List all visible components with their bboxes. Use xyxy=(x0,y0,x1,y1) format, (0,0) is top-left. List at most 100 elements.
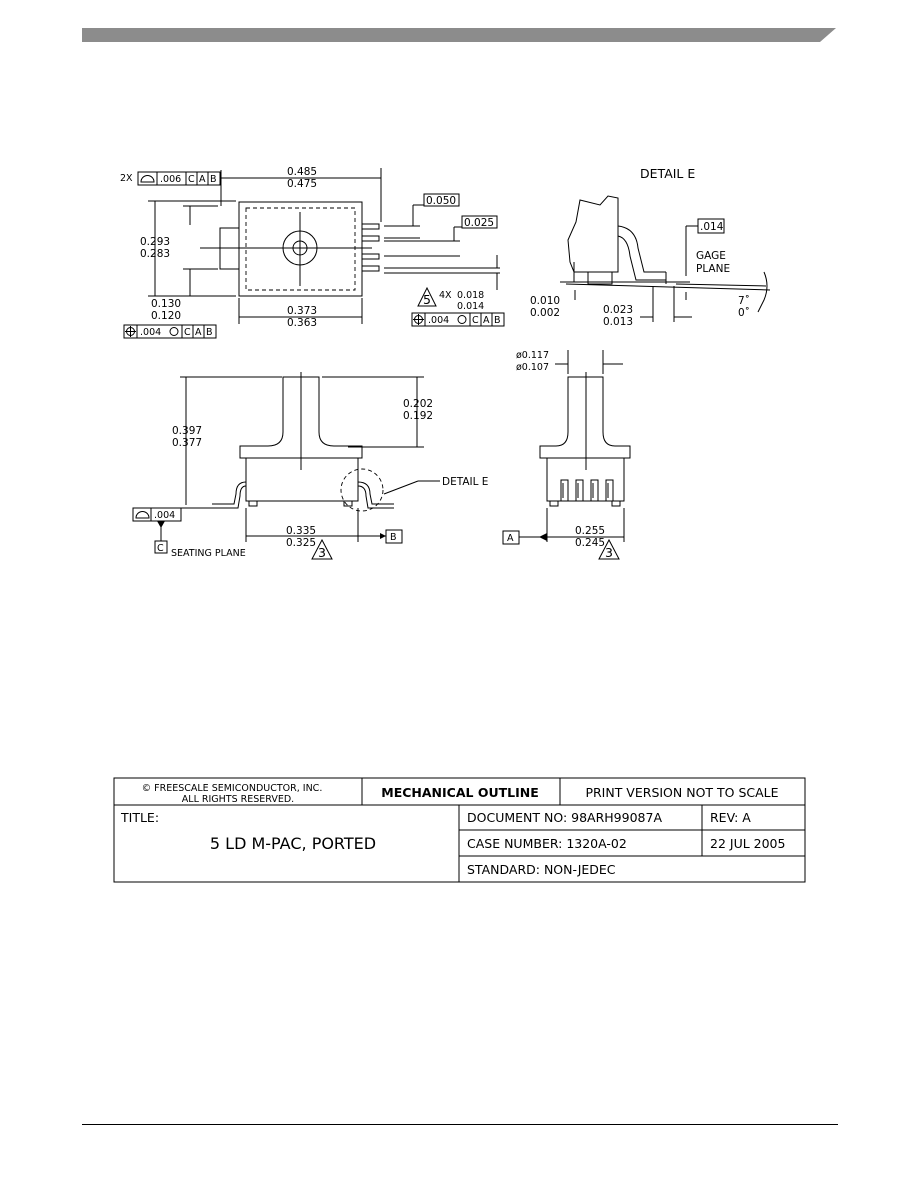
title-label: TITLE: xyxy=(120,810,159,825)
standoff-max: 0.010 xyxy=(530,295,560,307)
pos-datum-c: C xyxy=(472,315,479,326)
width-max: 0.255 xyxy=(575,525,605,537)
standoff-foot xyxy=(611,500,621,507)
datum-a-box xyxy=(502,530,520,545)
seating-plane: SEATING PLANE xyxy=(171,548,246,559)
footer-rule xyxy=(82,1124,838,1125)
datum-c: C xyxy=(157,543,164,554)
print-version-note: PRINT VERSION NOT TO SCALE xyxy=(585,785,778,800)
note-5: 5 xyxy=(423,292,431,307)
diameter-min: ø0.107 xyxy=(516,362,549,373)
fcf-tolerance: .006 xyxy=(160,174,181,185)
standoff-min: 0.002 xyxy=(530,307,560,319)
fcf-datum-b: B xyxy=(210,174,217,185)
width-min: 0.245 xyxy=(575,537,605,549)
mechanical-outline-heading: MECHANICAL OUTLINE xyxy=(381,785,538,800)
revision: REV: A xyxy=(710,810,751,825)
copyright-line-1: © FREESCALE SEMICONDUCTOR, INC. xyxy=(142,783,323,794)
width-min: 0.325 xyxy=(286,537,316,549)
standoff-foot xyxy=(549,500,559,507)
width-max: 0.485 xyxy=(287,166,317,178)
position-tolerance-frame xyxy=(411,312,505,327)
offset-max: 0.130 xyxy=(151,298,181,310)
profile-symbol-icon xyxy=(135,511,150,519)
header-bar xyxy=(82,28,836,42)
lead xyxy=(361,253,380,260)
detail-e-callout: DETAIL E xyxy=(442,476,488,488)
front-view: 0.397 0.377 0.202 0.192 DETAIL E .004 C … xyxy=(132,372,488,560)
gage-label: GAGE xyxy=(696,250,726,262)
port-min: 0.192 xyxy=(403,410,433,422)
height-max: 0.293 xyxy=(140,236,170,248)
datum-a: A xyxy=(507,533,514,544)
fcf-datum-c: C xyxy=(188,174,195,185)
detail-e-title: DETAIL E xyxy=(640,166,695,181)
pos-datum-b-lower: B xyxy=(206,327,213,338)
offset-min: 0.120 xyxy=(151,310,181,322)
date: 22 JUL 2005 xyxy=(710,836,785,851)
lead-end xyxy=(590,479,599,502)
pos-datum-b: B xyxy=(494,315,501,326)
lead-right xyxy=(357,481,394,505)
datum-b: B xyxy=(390,532,397,543)
note-triangle-3 xyxy=(598,538,620,560)
mmc-symbol-icon xyxy=(169,327,179,336)
standoff-foot xyxy=(248,500,258,507)
note-3: 3 xyxy=(318,545,326,560)
height-min: 0.377 xyxy=(172,437,202,449)
port-stem-side xyxy=(539,376,631,459)
port-max: 0.202 xyxy=(403,398,433,410)
fcf-datum-a: A xyxy=(199,174,206,185)
mmc-symbol-icon xyxy=(457,315,467,324)
diameter-max: ø0.117 xyxy=(516,350,549,361)
height-min: 0.283 xyxy=(140,248,170,260)
title-block: © FREESCALE SEMICONDUCTOR, INC. ALL RIGH… xyxy=(113,777,806,883)
datum-b-box xyxy=(385,529,403,544)
angle-min: 0˚ xyxy=(738,307,750,319)
drawing-title: 5 LD M-PAC, PORTED xyxy=(210,834,376,853)
width-max: 0.335 xyxy=(286,525,316,537)
detail-body-section xyxy=(567,195,619,273)
package-body-end xyxy=(546,457,625,502)
pos-datum-c-lower: C xyxy=(184,327,191,338)
lead-end xyxy=(605,479,614,502)
plane-label: PLANE xyxy=(696,263,730,275)
pos-tolerance: .004 xyxy=(428,315,449,326)
feature-control-frame xyxy=(137,171,221,186)
port-stem xyxy=(239,376,363,459)
document-number: DOCUMENT NO: 98ARH99087A xyxy=(467,810,662,825)
lead-count: 4X xyxy=(439,290,452,301)
case-number: CASE NUMBER: 1320A-02 xyxy=(467,836,627,851)
detail-lead-upper xyxy=(617,225,666,273)
lead xyxy=(361,235,380,242)
pitch: 0.050 xyxy=(426,195,456,207)
detail-e-circle xyxy=(340,468,384,512)
body-width-max: 0.373 xyxy=(287,305,317,317)
lead xyxy=(361,265,380,272)
lead-left xyxy=(212,481,247,505)
pitch-box xyxy=(423,193,460,207)
pos-datum-a-lower: A xyxy=(195,327,202,338)
standard: STANDARD: NON-JEDEC xyxy=(467,862,616,877)
profile-symbol-icon xyxy=(140,175,155,183)
lead-width: 0.025 xyxy=(464,217,494,229)
lead-max: 0.018 xyxy=(457,290,484,301)
package-body-side xyxy=(245,457,359,502)
copyright-line-2: ALL RIGHTS RESERVED. xyxy=(182,794,294,805)
foot-min: 0.013 xyxy=(603,316,633,328)
side-view: ø0.117 ø0.107 A 0.255 0.245 3 xyxy=(502,350,631,560)
fcf-count: 2X xyxy=(120,173,133,184)
lead-end xyxy=(575,479,584,502)
pos-datum-a: A xyxy=(483,315,490,326)
lead xyxy=(361,223,380,230)
package-inner-outline xyxy=(245,207,356,291)
flatness-tolerance: .004 xyxy=(154,510,175,521)
note-3: 3 xyxy=(605,545,613,560)
lead-left-inner xyxy=(212,485,247,509)
top-view: 2X .006 C A B 0.485 0.475 0.293 xyxy=(120,166,505,339)
standoff-foot xyxy=(343,500,353,507)
datum-triangle-icon xyxy=(157,521,165,528)
detail-lead-lower xyxy=(617,235,666,281)
flatness-tolerance: .014 xyxy=(700,221,724,233)
